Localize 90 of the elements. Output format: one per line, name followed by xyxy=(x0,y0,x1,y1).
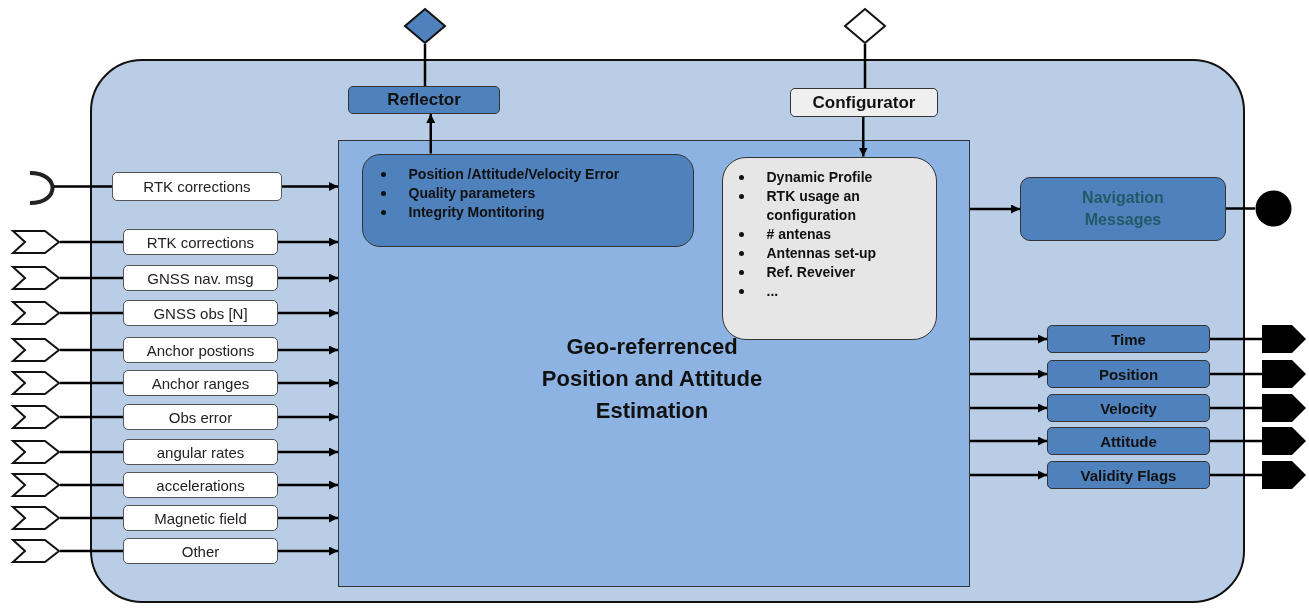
port-diamond xyxy=(844,8,886,44)
output-port-flag xyxy=(1262,360,1306,388)
input-port-symbol xyxy=(12,266,60,290)
connector-line xyxy=(1210,337,1262,341)
output-box: Time xyxy=(1047,325,1210,353)
settings-box xyxy=(721,156,937,340)
input-port-symbol xyxy=(12,338,60,362)
arrow xyxy=(970,470,1047,480)
list-item: Position /Attitude/Velocity Error xyxy=(408,164,685,184)
input-box: Magnetic field xyxy=(123,505,278,531)
connector-line xyxy=(60,516,123,520)
arrow xyxy=(426,114,436,154)
output-info-box xyxy=(361,153,694,247)
connector-line xyxy=(60,276,123,280)
configurator-box: Configurator xyxy=(790,88,938,117)
input-port-symbol xyxy=(12,371,60,395)
input-port-symbol xyxy=(12,539,60,563)
input-port-symbol xyxy=(12,230,60,254)
input-box: GNSS nav. msg xyxy=(123,265,278,291)
port-circle xyxy=(1255,190,1292,227)
estimator-block xyxy=(338,140,970,587)
connector-line xyxy=(60,348,123,352)
connector-line xyxy=(60,311,123,315)
list-item: ... xyxy=(766,281,930,301)
connector-line xyxy=(60,381,123,385)
input-box: RTK corrections xyxy=(123,229,278,255)
input-box: accelerations xyxy=(123,472,278,498)
list-item: Integrity Montitoring xyxy=(408,202,685,222)
connector-line xyxy=(1226,207,1255,210)
connector-line xyxy=(60,240,123,244)
connector-line xyxy=(863,44,867,88)
system-container xyxy=(90,59,1245,603)
list-item: Antennas set-up xyxy=(766,243,930,263)
input-box: Anchor postions xyxy=(123,337,278,363)
reflector-box: Reflector xyxy=(348,86,500,114)
list-item: Quality parameters xyxy=(408,183,685,203)
arrow xyxy=(278,378,338,388)
connector-line xyxy=(60,483,123,487)
output-box: Position xyxy=(1047,360,1210,388)
block-title: Geo-referrenced Position and Attitude Estimation xyxy=(540,333,764,425)
connector-line xyxy=(1210,473,1262,477)
input-box: RTK corrections xyxy=(112,172,282,201)
list-item: Ref. Reveiver xyxy=(766,262,930,282)
socket-symbol xyxy=(28,170,54,206)
input-box: Anchor ranges xyxy=(123,370,278,396)
output-port-flag xyxy=(1262,461,1306,489)
connector-line xyxy=(54,185,112,188)
output-port-flag xyxy=(1262,325,1306,353)
arrow xyxy=(278,273,338,283)
input-box: Obs error xyxy=(123,404,278,430)
arrow xyxy=(278,480,338,490)
input-port-symbol xyxy=(12,473,60,497)
connector-line xyxy=(60,450,123,454)
connector-line xyxy=(1210,372,1262,376)
arrow xyxy=(278,345,338,355)
connector-line xyxy=(1210,406,1262,410)
arrow xyxy=(282,182,338,191)
arrow xyxy=(278,237,338,247)
arrow xyxy=(278,513,338,523)
input-box: GNSS obs [N] xyxy=(123,300,278,326)
output-box: Validity Flags xyxy=(1047,461,1210,489)
input-port-symbol xyxy=(12,301,60,325)
output-box: Velocity xyxy=(1047,394,1210,422)
connector-line xyxy=(1210,439,1262,443)
arrow xyxy=(970,204,1020,214)
output-port-flag xyxy=(1262,427,1306,455)
port-diamond xyxy=(404,8,446,44)
arrow xyxy=(970,436,1047,446)
arrow xyxy=(970,403,1047,413)
input-port-symbol xyxy=(12,440,60,464)
list-item: # antenas xyxy=(766,224,930,244)
arrow xyxy=(970,369,1047,379)
input-box: Other xyxy=(123,538,278,564)
list-item: RTK usage an configuration xyxy=(766,186,930,225)
arrow xyxy=(278,308,338,318)
input-port-symbol xyxy=(12,506,60,530)
output-port-flag xyxy=(1262,394,1306,422)
output-box: Attitude xyxy=(1047,427,1210,455)
arrow xyxy=(970,334,1047,344)
arrow xyxy=(278,546,338,556)
input-box: angular rates xyxy=(123,439,278,465)
connector-line xyxy=(60,549,123,553)
arrow xyxy=(278,447,338,457)
connector-line xyxy=(423,44,427,86)
arrow xyxy=(278,412,338,422)
list-item: Dynamic Profile xyxy=(766,167,930,187)
input-port-symbol xyxy=(12,405,60,429)
connector-line xyxy=(60,415,123,419)
messages-box: Navigation Messages xyxy=(1020,177,1226,241)
arrow xyxy=(858,117,868,157)
